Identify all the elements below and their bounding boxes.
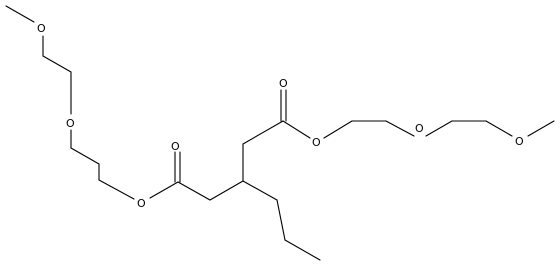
- bond-o-c-right-2: [425, 120, 453, 137]
- bond-ch2-ch: [209, 180, 244, 201]
- right-carbonyl: [280, 89, 311, 139]
- bond-o-c-right-1: [323, 120, 353, 139]
- bond-o-c-ester-left: [149, 181, 179, 199]
- bond-c-c-left-1: [42, 55, 72, 73]
- bond-c-c-right-4: [485, 120, 513, 137]
- bond-methyl-left: [5, 5, 35, 23]
- core-bonds: [177, 120, 321, 261]
- bond-c-c-left-3: [70, 147, 100, 165]
- bond-ch2-carbonyl-right: [242, 120, 284, 145]
- atom-label-ester-o-left: O: [137, 197, 146, 210]
- atom-labels: O O O O O O O O: [37, 22, 524, 210]
- atom-label-ester-o-right: O: [312, 136, 321, 149]
- right-chain-bonds: [323, 120, 555, 139]
- bond-propyl-1: [242, 180, 278, 201]
- bond-c-c-left-5: [98, 179, 135, 200]
- atom-label-methoxy-o-right: O: [515, 135, 524, 148]
- left-carbonyl: [174, 151, 181, 183]
- atom-label-carbonyl-o-right: O: [279, 77, 288, 90]
- bond-c-c-right-2: [385, 120, 415, 137]
- atom-label-methoxy-o-left: O: [37, 22, 46, 35]
- atom-label-ether-o-right: O: [415, 122, 424, 135]
- atom-label-ether-o-left: O: [66, 117, 75, 130]
- bond-propyl-3: [284, 239, 321, 261]
- bond-methyl-right: [527, 120, 555, 137]
- left-chain-bonds: [5, 5, 179, 200]
- atom-label-carbonyl-o-left: O: [171, 140, 180, 153]
- bond-c-o-ester-right: [282, 120, 311, 139]
- bond-carbonyl-left-ch2: [177, 181, 211, 201]
- bond-propyl-2: [276, 199, 286, 241]
